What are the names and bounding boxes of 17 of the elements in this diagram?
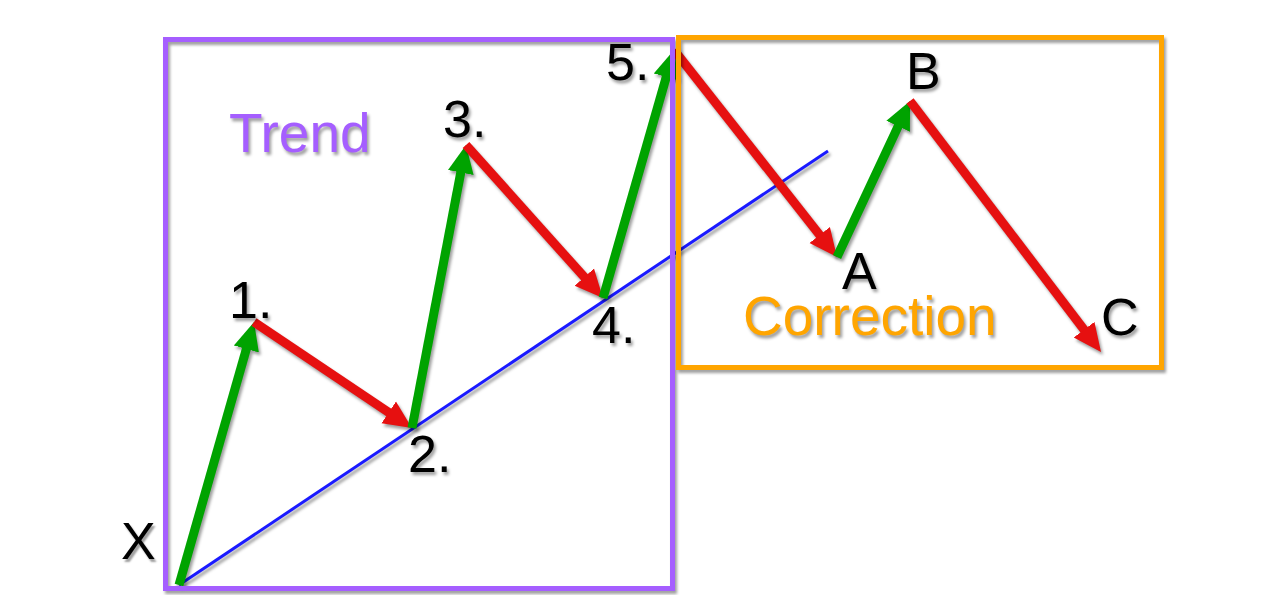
wave-arrow <box>462 142 603 298</box>
wave-point-label: A <box>842 252 877 292</box>
wave-point-label: 5. <box>606 43 650 83</box>
trend-line <box>178 149 829 587</box>
frame-title: Trend <box>229 113 371 155</box>
wave-point-label: X <box>121 522 156 562</box>
wave-point-label: B <box>906 52 941 92</box>
wave-point-label: C <box>1101 298 1139 338</box>
outlined-frame <box>163 37 675 591</box>
outlined-frame <box>676 35 1164 370</box>
wave-point-label: 3. <box>443 100 487 140</box>
wave-arrow <box>906 98 1101 352</box>
wave-point-label: 2. <box>408 435 452 475</box>
wave-point-label: 4. <box>592 306 636 346</box>
frame-title: Correction <box>743 296 997 338</box>
wave-point-label: 1. <box>229 281 273 321</box>
wave-arrow <box>174 322 259 587</box>
